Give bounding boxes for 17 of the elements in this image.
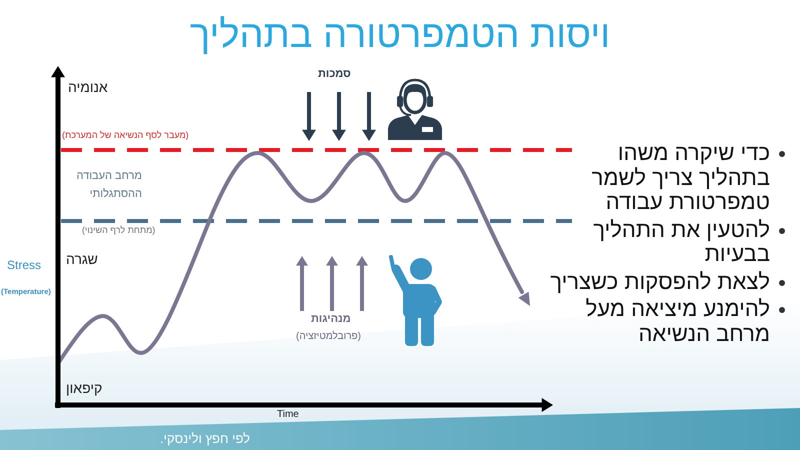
bullet-text: כדי שיקרה משהו בתהליך צריך לשמר טמפרטורת עבודה	[590, 141, 770, 214]
source-note: לפי חפץ ולינסקי.	[160, 432, 250, 447]
force-label: סמכות	[318, 68, 351, 81]
bullet-text: להטעין את התהליך בבעיות	[592, 218, 770, 266]
level-label: שגרה	[66, 251, 98, 268]
force-label: מנהיגות	[311, 313, 351, 326]
level-label: אנומיה	[68, 79, 108, 96]
threshold-label: (מעבר לסף הנשיאה של המערכת)	[62, 130, 189, 140]
bullet-text: להימנע מיציאה מעל מרחב הנשיאה	[584, 297, 770, 346]
slide-title: ויסות הטמפרטורה בתהליך	[190, 14, 610, 58]
force-label: (פרובלמטיזציה)	[296, 331, 361, 342]
zone-label: מרחב העבודה ההסתגלותי	[75, 169, 142, 202]
axis-title: Time	[277, 409, 299, 420]
level-label: קיפאון	[66, 380, 102, 396]
threshold-label: (מתחת לרף השינוי)	[82, 225, 156, 236]
axis-title: Stress	[7, 259, 42, 273]
bullet-text: לצאת להפסקות כשצריך	[550, 270, 770, 294]
